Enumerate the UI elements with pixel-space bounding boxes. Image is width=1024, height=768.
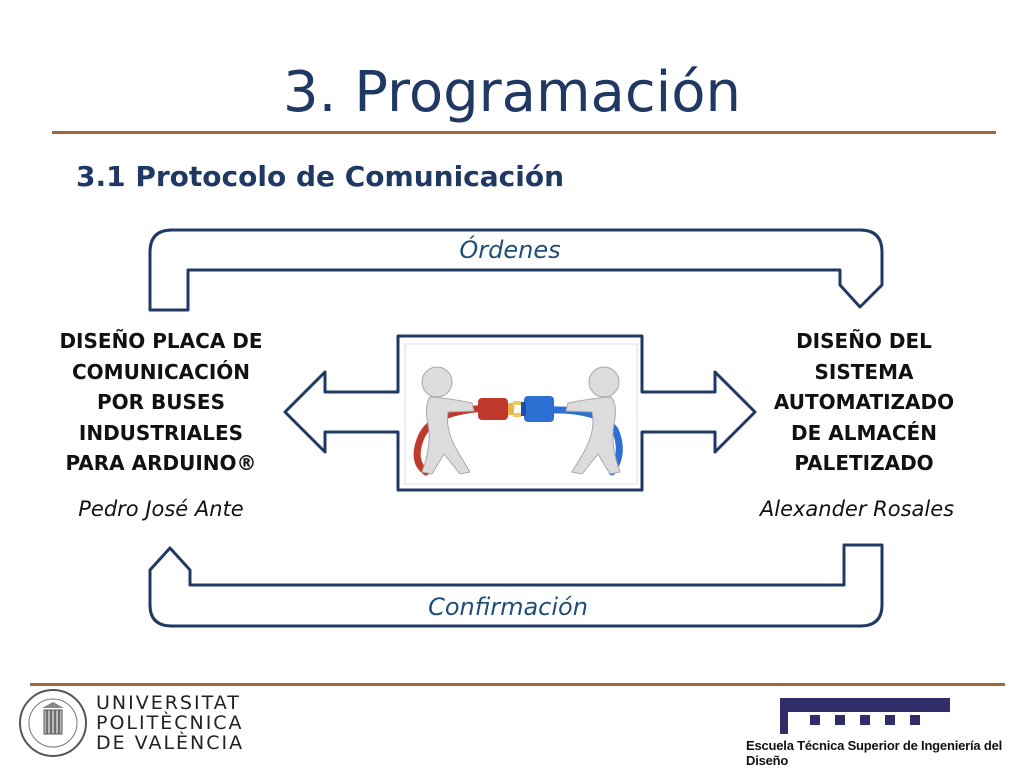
left-block-line: DISEÑO PLACA DE	[59, 329, 263, 353]
plug-illustration	[404, 343, 638, 485]
university-name-line: UNIVERSITAT	[96, 692, 241, 714]
right-block-author: Alexander Rosales	[759, 497, 955, 521]
left-block-line: PARA ARDUINO®	[65, 451, 257, 475]
right-block-line: AUTOMATIZADO	[773, 390, 955, 414]
university-name: UNIVERSITAT POLITÈCNICA DE VALÈNCIA	[96, 693, 244, 753]
red-plug	[478, 398, 521, 420]
right-block-title: DISEÑO DEL SISTEMA AUTOMATIZADO DE ALMAC…	[756, 326, 972, 479]
bottom-flow-arrow	[148, 543, 884, 628]
university-seal-icon	[19, 689, 87, 757]
right-block-line: SISTEMA	[814, 359, 914, 384]
right-figure	[565, 366, 621, 475]
slide-subtitle: 3.1 Protocolo de Comunicación	[76, 160, 565, 193]
blue-plug	[521, 396, 554, 422]
top-flow-arrow	[148, 228, 884, 312]
university-name-line: DE VALÈNCIA	[96, 732, 245, 754]
left-block-title: DISEÑO PLACA DE COMUNICACIÓN POR BUSES I…	[56, 326, 266, 479]
university-name-line: POLITÈCNICA	[96, 712, 244, 734]
left-block-line: POR BUSES	[97, 390, 225, 414]
title-divider	[52, 131, 996, 134]
left-block-author: Pedro José Ante	[78, 497, 244, 521]
left-block-line: COMUNICACIÓN	[71, 359, 251, 384]
left-figure	[421, 366, 475, 475]
slide-title: 3. Programación	[283, 60, 741, 125]
right-block-line: DISEÑO DEL	[796, 329, 932, 353]
right-block-line: PALETIZADO	[794, 451, 934, 475]
orders-label: Órdenes	[459, 236, 561, 264]
school-logo-icon	[780, 698, 950, 734]
confirmation-label: Confirmación	[428, 593, 588, 621]
school-name: Escuela Técnica Superior de Ingeniería d…	[746, 738, 1003, 768]
right-block-line: DE ALMACÉN	[791, 420, 937, 445]
left-block-line: INDUSTRIALES	[78, 420, 244, 445]
footer-divider	[30, 683, 1005, 686]
